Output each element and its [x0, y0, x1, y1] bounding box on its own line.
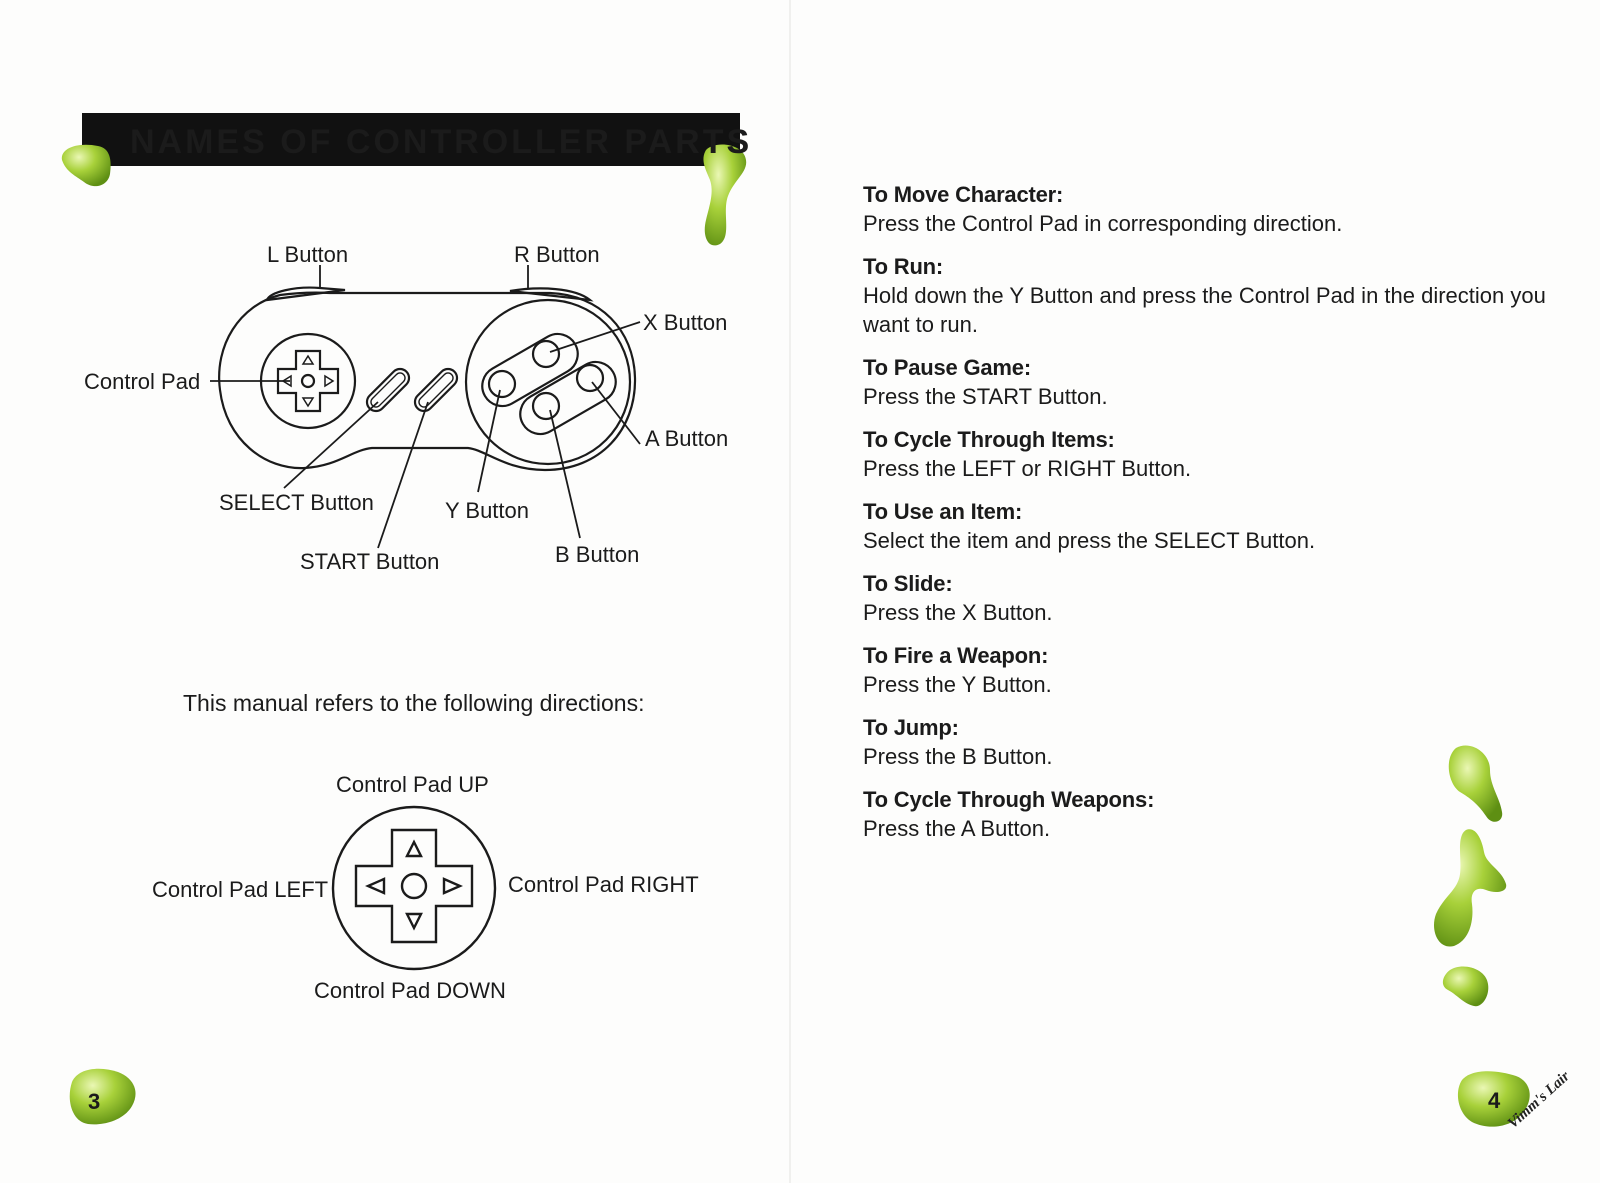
instruction-text: Press the B Button.: [863, 744, 1053, 769]
instruction-title: To Cycle Through Weapons:: [863, 787, 1155, 812]
instruction-item: To Cycle Through Weapons: Press the A Bu…: [863, 785, 1553, 843]
instruction-item: To Run: Hold down the Y Button and press…: [863, 252, 1553, 339]
page-gutter: [789, 0, 791, 1183]
instruction-text: Hold down the Y Button and press the Con…: [863, 283, 1546, 337]
instruction-text: Press the X Button.: [863, 600, 1053, 625]
left-page: [0, 0, 790, 1183]
instruction-item: To Pause Game: Press the START Button.: [863, 353, 1553, 411]
instruction-title: To Fire a Weapon:: [863, 643, 1049, 668]
instruction-text: Press the START Button.: [863, 384, 1108, 409]
directions-intro: This manual refers to the following dire…: [183, 690, 645, 716]
instruction-item: To Slide: Press the X Button.: [863, 569, 1553, 627]
instruction-title: To Use an Item:: [863, 499, 1023, 524]
instruction-title: To Run:: [863, 254, 944, 279]
instructions-list: To Move Character: Press the Control Pad…: [863, 180, 1553, 857]
instruction-title: To Pause Game:: [863, 355, 1031, 380]
instruction-text: Press the LEFT or RIGHT Button.: [863, 456, 1192, 481]
instruction-title: To Cycle Through Items:: [863, 427, 1115, 452]
instruction-item: To Jump: Press the B Button.: [863, 713, 1553, 771]
instruction-text: Press the Y Button.: [863, 672, 1052, 697]
instruction-text: Press the A Button.: [863, 816, 1051, 841]
instruction-text: Select the item and press the SELECT But…: [863, 528, 1316, 553]
instruction-text: Press the Control Pad in corresponding d…: [863, 211, 1343, 236]
instruction-title: To Slide:: [863, 571, 953, 596]
instruction-title: To Jump:: [863, 715, 959, 740]
instruction-title: To Move Character:: [863, 182, 1064, 207]
instruction-item: To Fire a Weapon: Press the Y Button.: [863, 641, 1553, 699]
instruction-item: To Move Character: Press the Control Pad…: [863, 180, 1553, 238]
instruction-item: To Use an Item: Select the item and pres…: [863, 497, 1553, 555]
instruction-item: To Cycle Through Items: Press the LEFT o…: [863, 425, 1553, 483]
